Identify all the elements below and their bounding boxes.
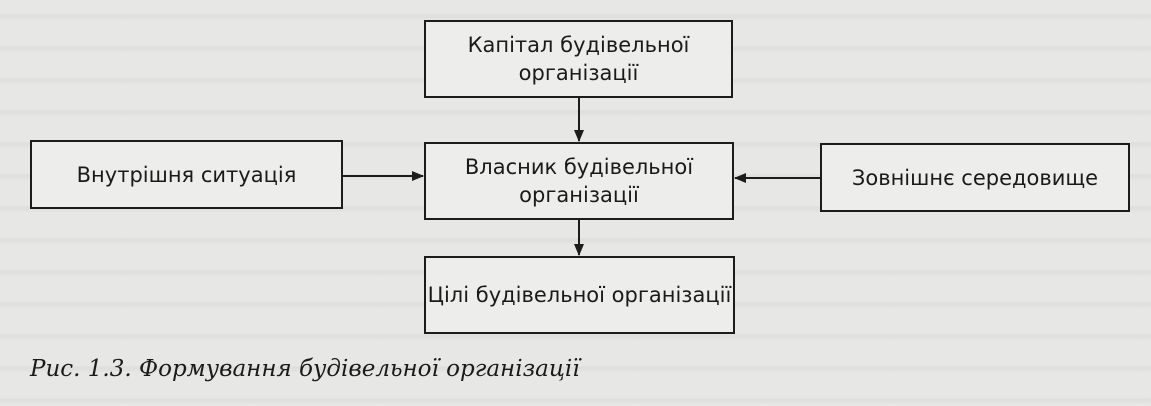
external-environment-label: Зовнішнє середовище — [851, 165, 1099, 190]
figure-caption: Рис. 1.3. Формування будівельної організ… — [30, 356, 580, 382]
internal-situation-box: Внутрішня ситуація — [30, 140, 343, 209]
goals-label: Цілі будівельної організації — [427, 283, 732, 307]
figure-caption-text: Формування будівельної організації — [139, 356, 580, 382]
goals-box: Цілі будівельної організації — [424, 256, 735, 334]
capital-label: Капітал будівельної організації — [467, 33, 690, 85]
internal-situation-label: Внутрішня ситуація — [76, 162, 297, 187]
owner-label: Власник будівельної організації — [464, 155, 694, 207]
owner-box: Власник будівельної організації — [424, 142, 734, 220]
figure-caption-label: Рис. 1.3. — [30, 356, 132, 382]
capital-box: Капітал будівельної організації — [424, 20, 733, 98]
external-environment-box: Зовнішнє середовище — [820, 143, 1130, 212]
